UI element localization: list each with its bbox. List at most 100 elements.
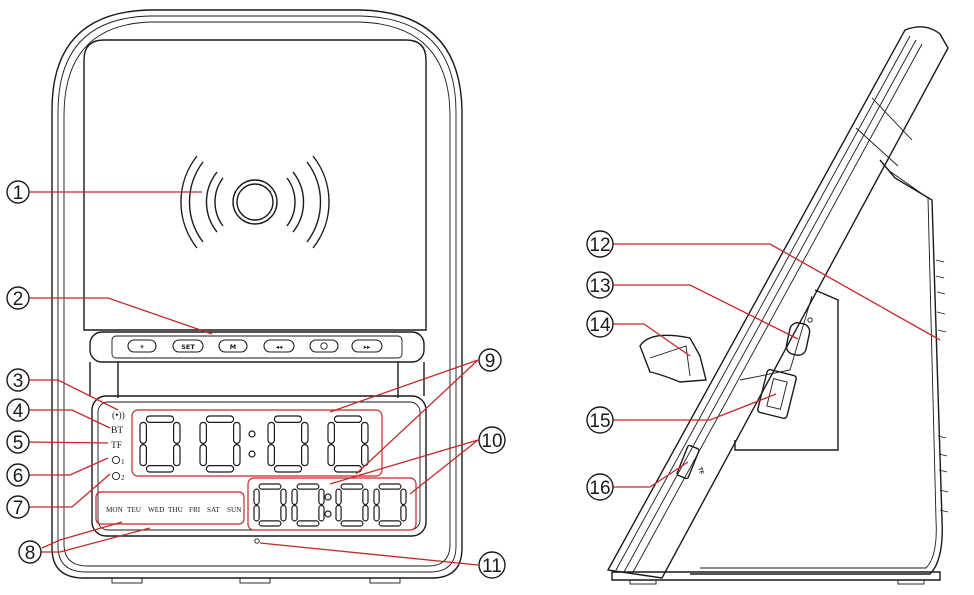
svg-text:2: 2 (13, 289, 24, 310)
svg-text:13: 13 (589, 276, 610, 297)
set-button[interactable]: SET (172, 339, 204, 353)
date-colon-dot-1 (324, 493, 332, 501)
date-colon-dot-2 (324, 510, 332, 518)
leader-10b (409, 439, 479, 495)
time-colon-dot-2 (248, 450, 256, 458)
leader-9a (329, 359, 479, 413)
callout-5: 5 (6, 430, 30, 454)
usb-c-port[interactable] (785, 321, 811, 356)
leader-10a (329, 439, 479, 485)
tf-indicator: TF (111, 441, 122, 451)
side-front-panel (606, 26, 949, 579)
phone-stand (639, 334, 707, 383)
time-digits (139, 415, 369, 473)
callouts: 1 2 3 4 5 6 7 8 9 10 11 12 13 14 15 16 (6, 180, 614, 579)
svg-text:15: 15 (589, 411, 610, 432)
date-digit-3 (335, 483, 369, 527)
callout-10: 10 (478, 426, 506, 454)
alarm2-number: 2 (121, 474, 125, 482)
alarm1-number: 1 (121, 458, 125, 466)
display-frame (91, 395, 427, 537)
base-step (89, 362, 425, 398)
leader-14 (613, 323, 691, 357)
callout-8: 8 (18, 540, 42, 564)
weekday-labels: MON TEU WED THU FRI SAT SUN (106, 506, 242, 514)
button-bar (89, 331, 425, 363)
alarm1-indicator: 1 (111, 455, 125, 466)
date-digits (253, 483, 407, 527)
charging-pad (83, 39, 427, 331)
mode-button[interactable]: M (218, 339, 248, 353)
day-thu: THU (168, 506, 184, 514)
side-panel-step (855, 97, 913, 167)
svg-text:10: 10 (481, 431, 502, 452)
power-button[interactable] (309, 339, 339, 353)
usb-a-port[interactable] (757, 368, 797, 420)
power-icon (320, 342, 328, 350)
leader-7 (29, 473, 111, 508)
svg-text:12: 12 (589, 235, 610, 256)
button-bar-inner (111, 335, 403, 359)
tf-slot-label: TF (696, 467, 704, 476)
leader-8a (40, 527, 151, 553)
microphone-hole (254, 538, 260, 544)
side-view: TF (606, 26, 949, 585)
front-housing-inner (57, 15, 457, 573)
svg-text:14: 14 (589, 315, 611, 336)
weekday-highlight (95, 491, 245, 525)
leader-5 (28, 441, 109, 444)
callout-6: 6 (6, 463, 30, 487)
front-buttons: ☀ SET M ◂◂ ▸▸ (127, 339, 383, 353)
leader-16 (613, 461, 689, 488)
leader-11 (259, 542, 479, 566)
callout-2: 2 (6, 286, 30, 310)
leader-12 (613, 243, 941, 341)
svg-text:16: 16 (589, 478, 610, 499)
usb-a-port-tongue (766, 378, 788, 410)
set-button-label: SET (181, 343, 195, 351)
side-front-panel-edge3 (631, 43, 923, 575)
callout-11: 11 (478, 551, 506, 579)
leader-15 (613, 393, 777, 421)
time-digit-1 (139, 415, 181, 473)
date-display-highlight (247, 477, 417, 531)
next-button[interactable]: ▸▸ (351, 339, 383, 353)
front-housing-lip (63, 21, 451, 567)
date-digit-1 (253, 483, 287, 527)
day-mon: MON (106, 506, 124, 514)
day-sun: SUN (227, 506, 242, 514)
day-wed: WED (148, 506, 164, 514)
tf-card-slot[interactable] (676, 444, 700, 480)
time-colon-dot-1 (248, 430, 256, 438)
day-teu: TEU (127, 506, 142, 514)
time-display-highlight (131, 409, 383, 477)
callout-4: 4 (6, 398, 30, 422)
callout-12: 12 (586, 230, 614, 258)
leader-2 (29, 297, 213, 335)
callout-7: 7 (6, 495, 30, 519)
front-foot-mid (239, 577, 271, 584)
leader-8b (41, 521, 123, 549)
time-digit-2 (199, 415, 241, 473)
callout-14: 14 (586, 310, 614, 338)
callout-16: 16 (586, 473, 614, 501)
side-foot-rear (897, 579, 925, 585)
callout-15: 15 (586, 406, 614, 434)
alarm-clock-icon (111, 471, 121, 481)
svg-text:3: 3 (13, 371, 24, 392)
day-fri: FRI (189, 506, 201, 514)
date-digit-2 (291, 483, 325, 527)
svg-text:8: 8 (25, 543, 36, 564)
previous-button[interactable]: ◂◂ (263, 339, 295, 353)
next-track-icon: ▸▸ (364, 343, 371, 351)
callout-3: 3 (6, 368, 30, 392)
svg-text:5: 5 (13, 433, 24, 454)
side-port-panel (734, 289, 839, 451)
rear-vents (935, 259, 949, 513)
reset-hole (807, 317, 813, 323)
time-digit-4 (327, 415, 369, 473)
svg-text:1: 1 (13, 183, 24, 204)
brightness-button[interactable]: ☀ (127, 339, 157, 353)
front-foot-right (369, 577, 401, 584)
